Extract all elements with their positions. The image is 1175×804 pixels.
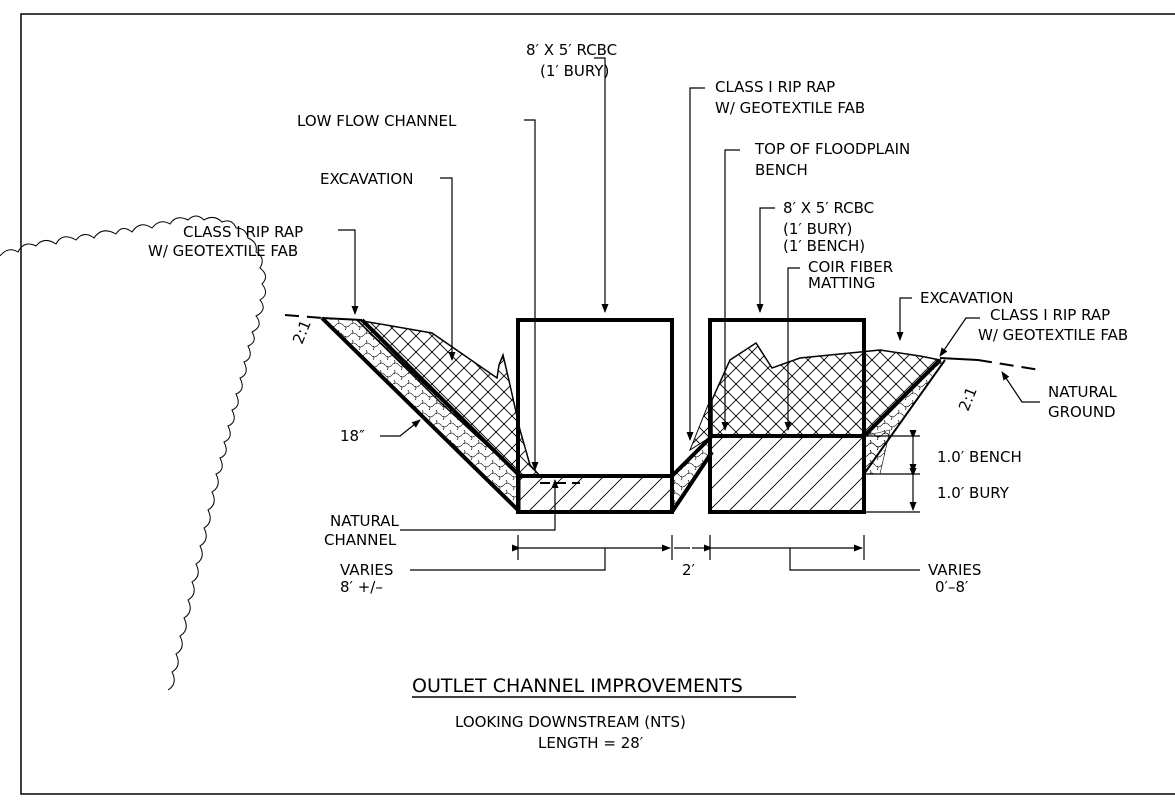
label-varies-right-2: 0′–8′ <box>935 578 969 596</box>
natural-ground-dashed-right <box>977 359 1041 371</box>
leader-varies-right <box>789 548 920 571</box>
natural-ground-dashed-left <box>284 314 323 319</box>
label-varies-left-1: VARIES <box>340 561 393 579</box>
label-bury: 1.0′ BURY <box>937 484 1010 502</box>
rcbc-left <box>516 318 674 514</box>
label-riprap-mid-2: W/ GEOTEXTILE FAB <box>715 99 865 117</box>
excavation-fill-right <box>711 341 942 437</box>
rcbc-right-bench-hatch <box>710 436 864 512</box>
label-rcbc-right-3: (1′ BENCH) <box>783 237 865 255</box>
natural-ground-right <box>939 357 979 361</box>
label-low-flow: LOW FLOW CHANNEL <box>297 112 457 130</box>
label-bench: 1.0′ BENCH <box>937 448 1022 466</box>
left-slope-inner <box>360 318 522 478</box>
label-floodplain-1: TOP OF FLOODPLAIN <box>754 140 910 158</box>
title-main: OUTLET CHANNEL IMPROVEMENTS <box>412 675 743 697</box>
left-slope-outer <box>320 316 522 514</box>
title-sub-2: LENGTH = 28′ <box>538 734 644 752</box>
right-slope-inner <box>862 358 942 438</box>
leader-rcbc-right <box>756 207 775 313</box>
label-thickness: 18″ <box>340 427 365 445</box>
riprap-fill-middle <box>672 436 712 512</box>
leader-natural-channel <box>400 479 559 531</box>
leader-excavation-right <box>896 297 912 341</box>
label-riprap-right-1: CLASS I RIP RAP <box>990 306 1110 324</box>
rcbc-left-bury-hatch <box>518 476 672 512</box>
label-excavation-right: EXCAVATION <box>920 289 1013 307</box>
revision-cloud <box>0 215 266 691</box>
leader-varies-left <box>410 548 606 571</box>
label-floodplain-2: BENCH <box>755 161 808 179</box>
label-coir-1: COIR FIBER <box>808 258 893 276</box>
label-slope-right: 2:1 <box>955 384 981 413</box>
label-coir-2: MATTING <box>808 274 875 292</box>
sheet-border <box>20 13 1175 795</box>
label-riprap-right-2: W/ GEOTEXTILE FAB <box>978 326 1128 344</box>
label-rcbc-right-2: (1′ BURY) <box>783 220 852 238</box>
leader-thickness <box>380 419 421 437</box>
leader-riprap-right <box>939 317 980 357</box>
label-natural-ground-2: GROUND <box>1048 403 1116 421</box>
leader-riprap-mid <box>686 87 705 441</box>
label-riprap-mid-1: CLASS I RIP RAP <box>715 78 835 96</box>
label-excavation-left: EXCAVATION <box>320 170 413 188</box>
label-rcbc-right-1: 8′ X 5′ RCBC <box>783 199 874 217</box>
leader-low-flow <box>524 119 539 471</box>
title-sub-1: LOOKING DOWNSTREAM (NTS) <box>455 713 686 731</box>
label-slope-left: 2:1 <box>289 317 315 346</box>
leader-excavation-left <box>440 177 456 361</box>
label-varies-left-2: 8′ +/– <box>340 578 383 596</box>
label-varies-right-1: VARIES <box>928 561 981 579</box>
label-rcbc-left-1: 8′ X 5′ RCBC <box>526 41 617 59</box>
middle-slope-lower <box>670 450 714 514</box>
label-natural-channel-2: CHANNEL <box>324 531 397 549</box>
label-riprap-left-2: W/ GEOTEXTILE FAB <box>148 242 298 260</box>
label-natural-ground-1: NATURAL <box>1048 383 1118 401</box>
label-rcbc-left-2: (1′ BURY) <box>540 62 609 80</box>
label-natural-channel-1: NATURAL <box>330 512 400 530</box>
leader-riprap-left <box>338 229 359 315</box>
leader-natural-ground <box>1001 371 1040 403</box>
leader-floodplain <box>721 149 740 431</box>
leader-coir <box>784 267 800 431</box>
label-gap: 2′ <box>682 561 696 579</box>
right-slope-outer <box>863 359 946 475</box>
middle-slope-upper <box>670 434 714 478</box>
natural-ground-left <box>321 317 363 321</box>
leader-rcbc-left <box>594 57 609 313</box>
label-riprap-left-1: CLASS I RIP RAP <box>183 223 303 241</box>
